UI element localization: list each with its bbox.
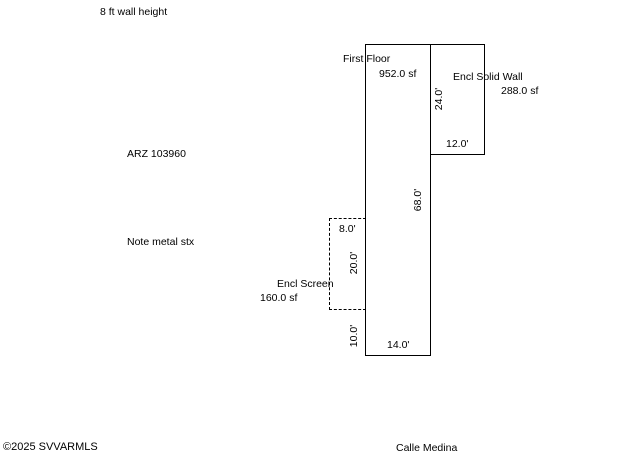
first-floor-height-dimension: 68.0' bbox=[411, 188, 424, 212]
encl-solid-wall-area: 288.0 sf bbox=[501, 85, 539, 97]
encl-screen-outline bbox=[329, 218, 366, 310]
encl-screen-width-dimension: 8.0' bbox=[339, 223, 356, 235]
encl-solid-wall-label: Encl Solid Wall bbox=[453, 71, 523, 83]
wall-height-note: 8 ft wall height bbox=[100, 6, 168, 18]
encl-screen-label: Encl Screen bbox=[277, 278, 334, 290]
encl-screen-offset-dimension: 10.0' bbox=[347, 324, 360, 348]
street-name: Calle Medina bbox=[396, 442, 458, 454]
metal-structure-note: Note metal stx bbox=[127, 236, 195, 248]
first-floor-outline bbox=[365, 44, 431, 356]
first-floor-width-dimension: 14.0' bbox=[387, 339, 410, 351]
copyright-text: ©2025 SVVARMLS bbox=[3, 441, 98, 453]
first-floor-area: 952.0 sf bbox=[379, 68, 417, 80]
encl-solid-wall-height-dimension: 24.0' bbox=[432, 87, 445, 111]
encl-screen-height-dimension: 20.0' bbox=[347, 251, 360, 275]
encl-solid-wall-outline bbox=[430, 44, 485, 155]
arz-note: ARZ 103960 bbox=[127, 148, 186, 160]
encl-solid-wall-width-dimension: 12.0' bbox=[446, 138, 469, 150]
first-floor-label: First Floor bbox=[343, 53, 391, 65]
encl-screen-area: 160.0 sf bbox=[260, 292, 298, 304]
